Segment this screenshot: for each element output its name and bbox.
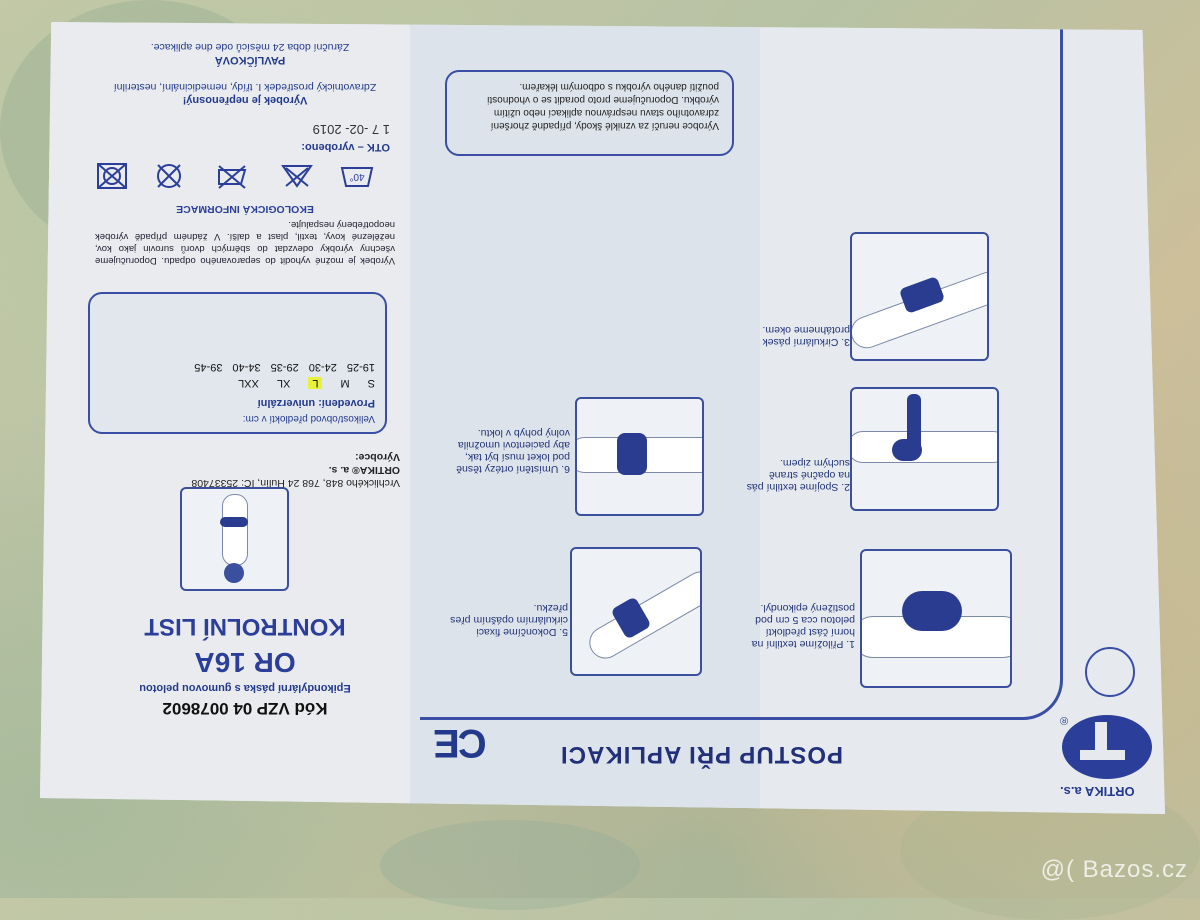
step5-image xyxy=(570,547,702,676)
eco-text: Výrobek je možné vyhodit do separovaného… xyxy=(95,219,395,266)
size-heading: Velikost/obvod předloktí v cm: xyxy=(242,413,375,424)
no-dry-clean-icon xyxy=(157,164,181,188)
control-sheet-panel: PAVLÍČKOVÁ Záruční doba 24 měsíců ode dn… xyxy=(40,22,410,814)
watermark-text: @( Bazos.cz xyxy=(1040,856,1188,883)
otk-label: OTK – vyrobeno: xyxy=(301,141,390,153)
size-xl: XL xyxy=(276,377,291,389)
eco-title: EKOLOGICKÁ INFORMACE xyxy=(176,203,314,215)
range-xxl: 39-45 xyxy=(194,361,223,373)
svg-text:40°: 40° xyxy=(349,171,364,182)
range-m: 24-30 xyxy=(308,361,337,373)
application-steps-panel-left: Výrobce neručí za vzniklé škody, případn… xyxy=(410,22,760,814)
nonportable-text: Výrobek je nepřenosný! xyxy=(182,94,308,106)
logo-registered-mark: ® xyxy=(1060,714,1069,726)
product-desc: Epikondylární páska s gumovou pelotou xyxy=(139,682,351,694)
instruction-leaflet: PAVLÍČKOVÁ Záruční doba 24 měsíců ode dn… xyxy=(40,22,1165,814)
maker-name: ORTIKA® a. s. xyxy=(328,464,400,476)
certification-seal xyxy=(1085,647,1135,697)
maker-label: Výrobce: xyxy=(355,451,400,463)
step3-image xyxy=(850,232,989,361)
step2-caption: 2. Spojíme textilní pás na opačné straně… xyxy=(746,457,850,493)
control-sheet-title: KONTROLNÍ LIST xyxy=(144,613,346,640)
product-code: OR 16A xyxy=(194,647,296,678)
size-m: M xyxy=(340,377,350,389)
product-figure xyxy=(180,487,289,591)
fabric-pattern xyxy=(380,820,640,910)
step3-caption: 3. Cirkulární pásek protáhneme okem. xyxy=(762,324,850,348)
size-s: S xyxy=(367,377,375,389)
size-xxl: XXL xyxy=(238,377,259,389)
application-steps-panel-right: 3. Cirkulární pásek protáhneme okem. 2. … xyxy=(420,22,1165,814)
disclaimer-box: Výrobce neručí za vzniklé škody, případn… xyxy=(445,70,734,156)
brand-name: ORTIKA a.s. xyxy=(1060,784,1135,799)
ce-mark: CE xyxy=(435,721,487,765)
step6-image xyxy=(575,397,704,516)
range-s: 19-25 xyxy=(346,361,375,373)
application-heading: POSTUP PŘI APLIKACI xyxy=(560,741,844,768)
step2-image xyxy=(850,387,999,511)
no-bleach-icon xyxy=(281,165,313,188)
wash-40-icon: 40° xyxy=(340,167,374,187)
size-table: Velikost/obvod předloktí v cm: Provedení… xyxy=(88,292,387,434)
class-text: Zdravotnický prostředek I. třídy, nemedi… xyxy=(113,81,377,93)
ortika-logo-icon xyxy=(1062,715,1152,779)
vzp-code: Kód VZP 04 0078602 xyxy=(162,699,328,718)
step1-caption: 1. Přiložíme textilní na horní část před… xyxy=(751,602,855,650)
size-l: L xyxy=(308,377,323,389)
signature: PAVLÍČKOVÁ xyxy=(214,54,286,66)
no-iron-icon xyxy=(218,165,247,189)
range-l: 29-35 xyxy=(270,361,299,373)
range-xl: 34-40 xyxy=(232,361,261,373)
warranty-text: Záruční doba 24 měsíců ode dne aplikace. xyxy=(150,41,350,53)
steps-frame xyxy=(420,22,1063,720)
no-tumble-dry-icon xyxy=(97,163,127,189)
step1-image xyxy=(860,549,1012,688)
variant-text: Provedení: univerzální xyxy=(257,397,375,409)
otk-date: 1 7 -02- 2019 xyxy=(312,122,390,137)
